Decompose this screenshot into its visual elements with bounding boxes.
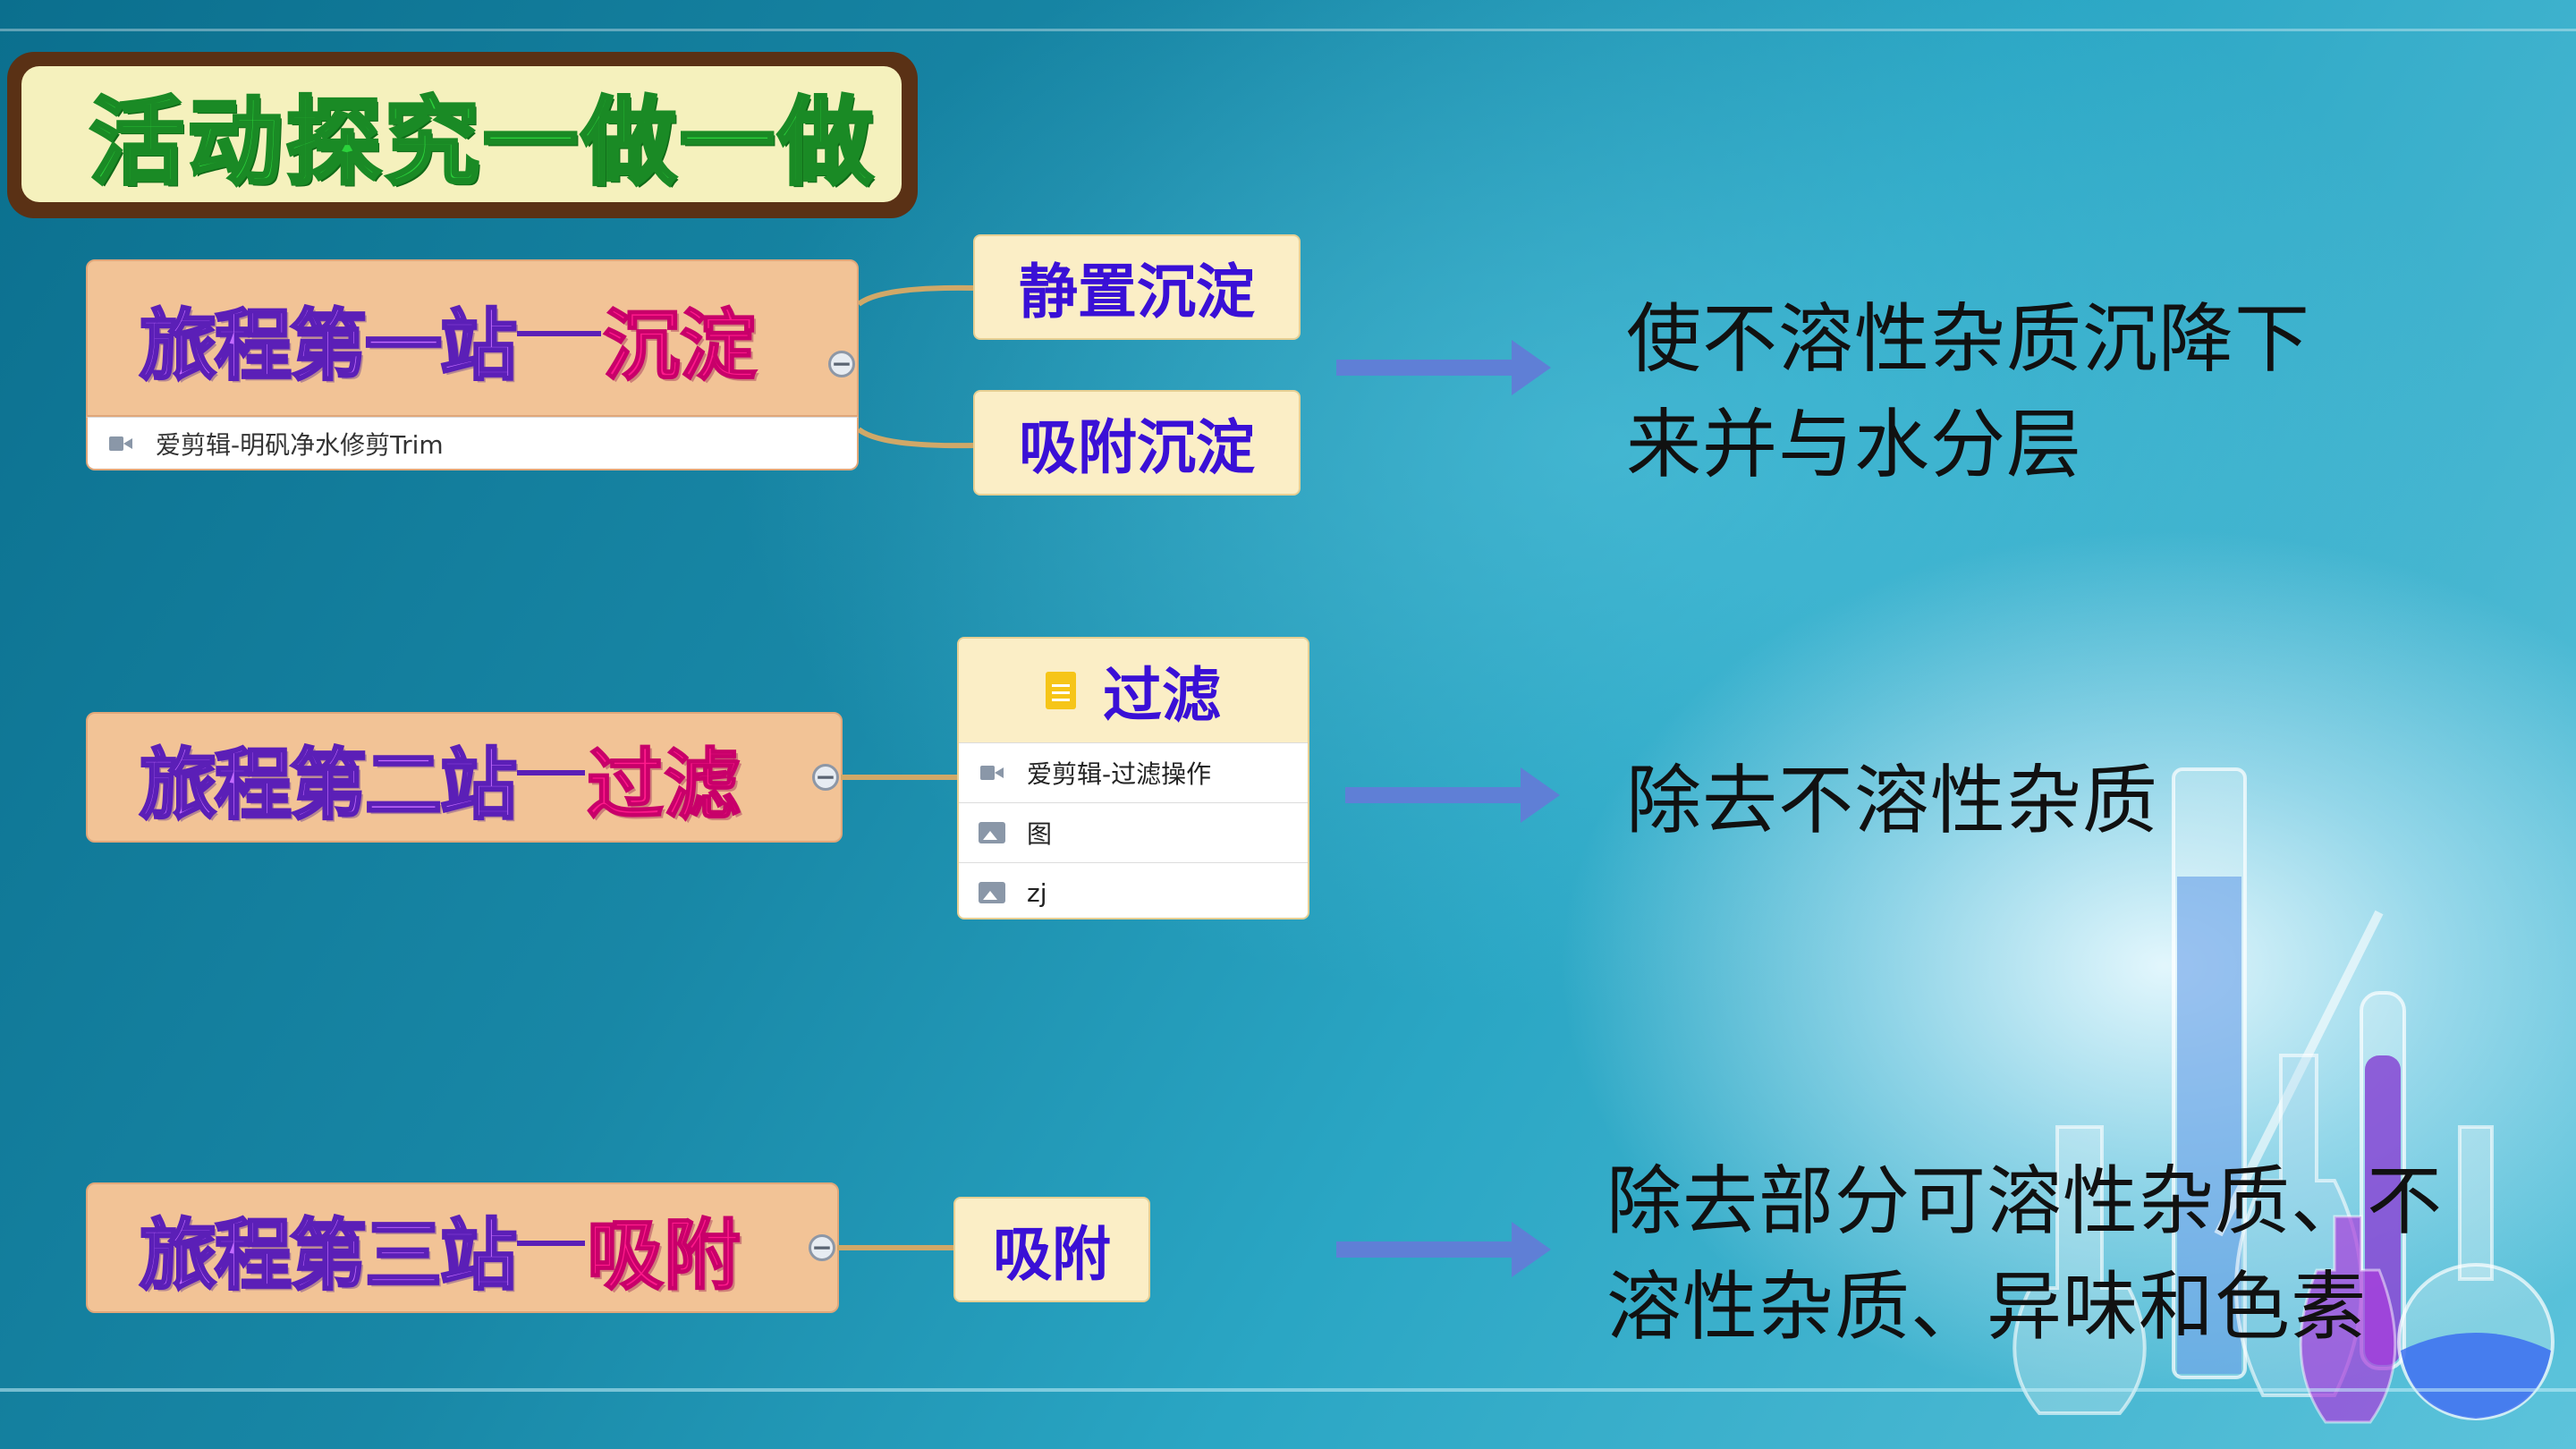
filter-card[interactable]: 过滤 爱剪辑-过滤操作 图 zj bbox=[957, 637, 1309, 919]
filter-card-item-image[interactable]: zj bbox=[959, 862, 1308, 918]
description-station-2-line-1: 除去不溶性杂质 bbox=[1626, 757, 2159, 844]
description-station-1-line-1: 使不溶性杂质沉降下 bbox=[1626, 295, 2311, 383]
sub-node-static-settling[interactable]: 静置沉淀 bbox=[973, 234, 1301, 340]
station-1-node[interactable]: 旅程第一站 沉淀 bbox=[86, 259, 859, 417]
filter-card-title: 过滤 bbox=[1103, 661, 1221, 730]
arrow-station-2 bbox=[1345, 767, 1560, 823]
station-3-highlight: 吸附 bbox=[586, 1210, 741, 1301]
description-station-3-line-2: 溶性杂质、异味和色素 bbox=[1606, 1263, 2368, 1351]
sub-node-adsorption-settling[interactable]: 吸附沉淀 bbox=[973, 390, 1301, 496]
connector-station-3 bbox=[837, 1245, 955, 1250]
lab-glassware-illustration bbox=[2012, 767, 2555, 1424]
description-station-1-line-2: 来并与水分层 bbox=[1626, 401, 2083, 488]
connector-station-2 bbox=[841, 775, 959, 780]
minus-icon: − bbox=[831, 349, 852, 378]
top-divider bbox=[0, 29, 2576, 31]
description-station-2: 除去不溶性杂质 bbox=[1626, 748, 2158, 853]
station-2-label: 旅程第二站 bbox=[139, 739, 519, 831]
station-1-attachment[interactable]: 爱剪辑-明矾净水修剪Trim bbox=[86, 417, 859, 470]
description-station-3: 除去部分可溶性杂质、不 溶性杂质、异味和色素 bbox=[1606, 1148, 2443, 1360]
sub-node-adsorption[interactable]: 吸附 bbox=[953, 1197, 1150, 1302]
minus-icon: − bbox=[811, 1233, 833, 1262]
image-icon bbox=[979, 822, 1005, 843]
filter-card-item-label: 图 bbox=[1027, 819, 1053, 849]
video-icon bbox=[109, 436, 132, 452]
station-2-dash bbox=[517, 770, 585, 775]
arrow-station-3 bbox=[1336, 1222, 1551, 1277]
station-3-node[interactable]: 旅程第三站 吸附 bbox=[86, 1182, 839, 1313]
station-3-label: 旅程第三站 bbox=[139, 1209, 519, 1301]
title-frame: 活动探究一做一做 bbox=[7, 52, 918, 218]
title-panel: 活动探究一做一做 bbox=[21, 66, 902, 202]
station-2-node[interactable]: 旅程第二站 过滤 bbox=[86, 712, 843, 843]
page-title: 活动探究一做一做 bbox=[88, 86, 877, 199]
filter-card-item-video[interactable]: 爱剪辑-过滤操作 bbox=[959, 742, 1308, 802]
station-2-highlight: 过滤 bbox=[586, 740, 741, 831]
station-3-dash bbox=[517, 1241, 585, 1246]
arrow-station-1 bbox=[1336, 340, 1551, 395]
filter-card-item-image[interactable]: 图 bbox=[959, 802, 1308, 862]
filter-card-item-label: 爱剪辑-过滤操作 bbox=[1027, 759, 1212, 789]
station-1-collapse-button[interactable]: − bbox=[828, 351, 855, 377]
station-1-highlight: 沉淀 bbox=[602, 301, 758, 392]
sub-node-static-settling-label: 静置沉淀 bbox=[1019, 258, 1255, 326]
filter-card-header[interactable]: 过滤 bbox=[959, 639, 1308, 742]
station-2-collapse-button[interactable]: − bbox=[812, 764, 839, 791]
sub-node-adsorption-settling-label: 吸附沉淀 bbox=[1019, 413, 1255, 482]
connector-lines-station-1 bbox=[857, 284, 976, 449]
station-1-dash bbox=[517, 331, 601, 336]
description-station-3-line-1: 除去部分可溶性杂质、不 bbox=[1606, 1157, 2444, 1245]
station-1-attachment-label: 爱剪辑-明矾净水修剪Trim bbox=[156, 429, 444, 460]
description-station-1: 使不溶性杂质沉降下 来并与水分层 bbox=[1626, 286, 2310, 497]
bottom-divider bbox=[0, 1388, 2576, 1392]
sub-node-adsorption-label: 吸附 bbox=[993, 1220, 1111, 1289]
filter-card-item-label: zj bbox=[1027, 877, 1047, 908]
video-icon bbox=[980, 765, 1004, 781]
minus-icon: − bbox=[815, 762, 836, 792]
station-3-collapse-button[interactable]: − bbox=[809, 1234, 835, 1261]
note-icon bbox=[1046, 672, 1076, 709]
station-1-label: 旅程第一站 bbox=[139, 300, 519, 392]
image-icon bbox=[979, 882, 1005, 903]
